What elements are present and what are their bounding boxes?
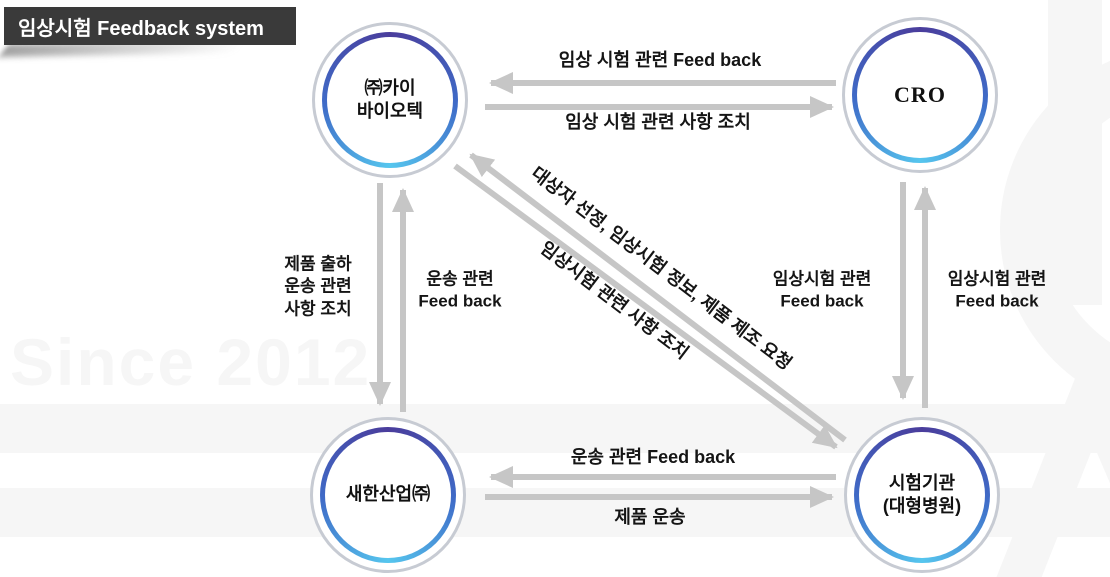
edge-label-right-feedback-up: 임상시험 관련 Feed back (947, 269, 1047, 311)
edge-label-left-ship: 제품 출하 운송 관련 사항 조치 (284, 254, 352, 319)
edge-label-left-feedback: 운송 관련 Feed back (418, 269, 502, 311)
arrow-kai-to-site-diagonal (453, 163, 838, 450)
node-gradient-ring: ㈜카이 바이오텍 (322, 32, 458, 168)
node-test-site: 시험기관 (대형병원) (844, 417, 1000, 573)
node-label: 새한산업㈜ (325, 432, 451, 558)
title-banner: 임상시험 Feedback system (4, 7, 296, 45)
edge-label-bottom-transport: 제품 운송 (614, 507, 686, 528)
node-kai-biotech: ㈜카이 바이오텍 (312, 22, 468, 178)
edge-label-bottom-feedback: 운송 관련 Feed back (570, 447, 736, 468)
watermark-arc (1000, 61, 1110, 399)
node-gradient-ring: 새한산업㈜ (320, 427, 456, 563)
edge-label-right-feedback-down: 임상시험 관련 Feed back (772, 269, 872, 311)
edge-label-top-feedback: 임상 시험 관련 Feed back (558, 50, 762, 71)
node-label: CRO (857, 32, 983, 158)
node-saehan: 새한산업㈜ (310, 417, 466, 573)
watermark-chevron (996, 334, 1110, 577)
edge-label-top-action: 임상 시험 관련 사항 조치 (565, 112, 751, 133)
arrow-site-to-kai-diagonal (469, 152, 847, 443)
node-label: 시험기관 (대형병원) (859, 432, 985, 558)
node-cro: CRO (842, 17, 998, 173)
node-gradient-ring: 시험기관 (대형병원) (854, 427, 990, 563)
node-gradient-ring: CRO (852, 27, 988, 163)
watermark-since-2012: Since 2012 (10, 325, 372, 399)
node-label: ㈜카이 바이오텍 (327, 37, 453, 163)
